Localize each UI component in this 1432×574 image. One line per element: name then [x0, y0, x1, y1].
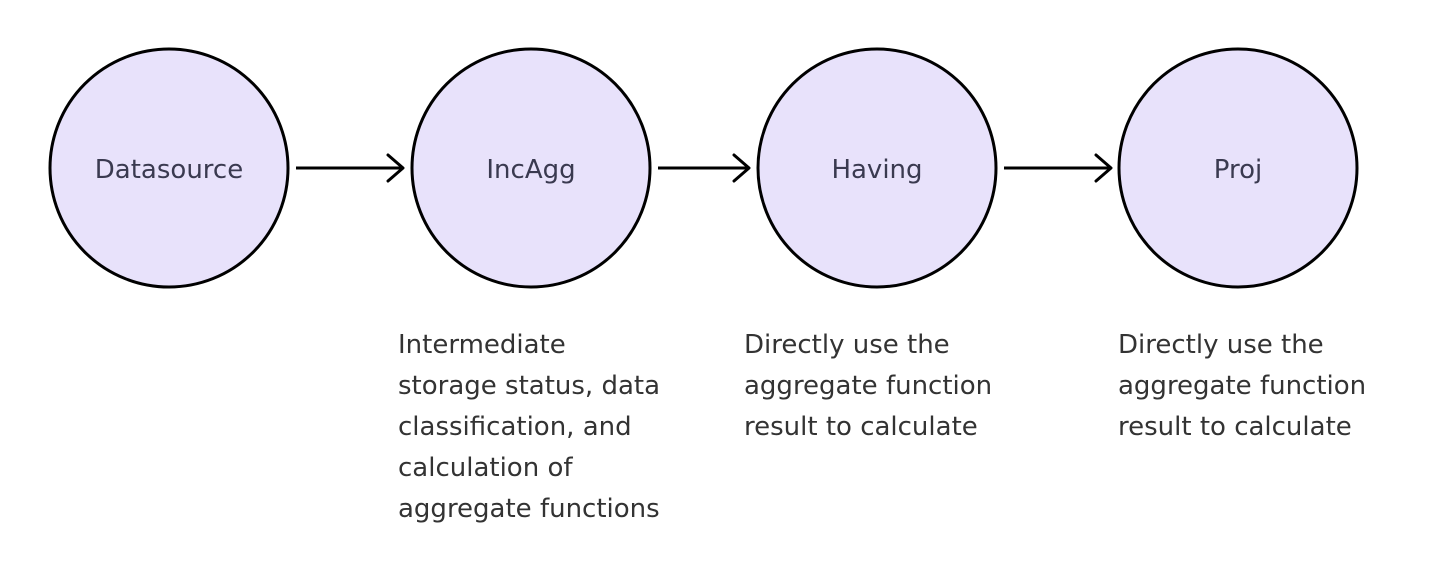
- description-having-line: aggregate function: [744, 371, 992, 401]
- node-having: Having: [756, 47, 998, 289]
- description-incagg-line: aggregate functions: [398, 494, 660, 524]
- node-proj: Proj: [1117, 47, 1359, 289]
- node-incagg-label: IncAgg: [486, 155, 575, 185]
- description-incagg: Intermediate storage status, data classi…: [398, 330, 660, 524]
- description-incagg-line: storage status, data: [398, 371, 660, 401]
- arrow-datasource-to-incagg: [296, 153, 405, 183]
- description-incagg-line: classification, and: [398, 412, 632, 442]
- arrow-having-to-proj: [1004, 153, 1113, 183]
- description-having: Directly use the aggregate function resu…: [744, 330, 992, 442]
- node-proj-circle: [1117, 47, 1359, 289]
- description-having-line: result to calculate: [744, 412, 978, 442]
- node-proj-label: Proj: [1214, 155, 1262, 185]
- node-incagg-circle: [410, 47, 652, 289]
- description-proj: Directly use the aggregate function resu…: [1118, 330, 1366, 442]
- node-datasource-circle: [48, 47, 290, 289]
- description-proj-line: result to calculate: [1118, 412, 1352, 442]
- node-having-label: Having: [831, 155, 922, 185]
- node-having-circle: [756, 47, 998, 289]
- description-proj-line: Directly use the: [1118, 330, 1324, 360]
- description-proj-line: aggregate function: [1118, 371, 1366, 401]
- node-incagg: IncAgg: [410, 47, 652, 289]
- description-incagg-line: calculation of: [398, 453, 573, 483]
- description-having-line: Directly use the: [744, 330, 950, 360]
- description-incagg-line: Intermediate: [398, 330, 566, 360]
- node-datasource: Datasource: [48, 47, 290, 289]
- node-datasource-label: Datasource: [95, 155, 243, 185]
- arrow-incagg-to-having: [658, 153, 751, 183]
